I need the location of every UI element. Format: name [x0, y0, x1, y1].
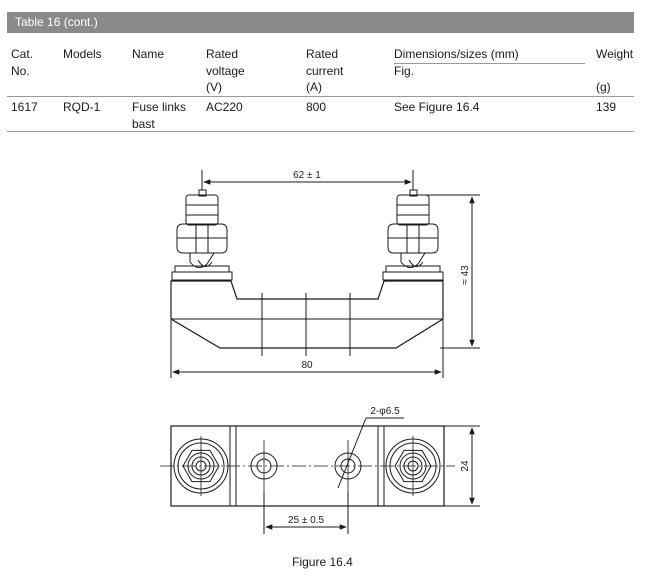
cell-rated-current: 800 — [306, 100, 327, 114]
cell-rated-voltage: AC220 — [206, 100, 243, 114]
header-rated-current: Rated current (A) — [306, 47, 344, 94]
fuse-body-outline — [170, 280, 444, 349]
dim-base-height-label: 24 — [460, 460, 471, 472]
table-bottom-rule — [7, 131, 634, 132]
cell-cat-no: 1617 — [11, 100, 38, 114]
cell-figure-ref: See Figure 16.4 — [394, 100, 480, 114]
left-terminal-top — [173, 436, 229, 496]
header-models: Models — [63, 47, 102, 61]
header-bottom-rule — [7, 96, 634, 97]
left-terminal-bolt — [171, 189, 233, 281]
left-hole — [250, 440, 278, 492]
dim-top-width-label: 62 ± 1 — [293, 170, 321, 181]
header-dimensions: Dimensions/sizes (mm) Fig. — [394, 47, 519, 78]
dim-total-length-label: 80 — [301, 360, 313, 371]
figure-caption: Figure 16.4 — [292, 555, 353, 569]
right-terminal-top — [385, 436, 441, 496]
top-view — [160, 417, 480, 534]
header-rated-voltage: Rated voltage (V) — [206, 47, 245, 94]
dimensions-subheader-rule — [394, 63, 585, 64]
cell-weight: 139 — [596, 100, 617, 114]
header-weight: Weight (g) — [596, 47, 634, 94]
right-hole — [334, 440, 362, 492]
right-terminal-bolt — [382, 189, 444, 281]
table-title-bar: Table 16 (cont.) — [7, 12, 634, 33]
dim-hole-spacing-label: 25 ± 0.5 — [288, 515, 325, 526]
front-view — [170, 170, 480, 378]
cell-name: Fuse links bast — [132, 100, 187, 131]
header-name: Name — [132, 47, 165, 61]
hole-leader-line — [337, 417, 367, 489]
dim-hole-diameter-label: 2-φ6.5 — [370, 406, 400, 417]
cell-model: RQD-1 — [63, 100, 101, 114]
header-cat-no: Cat. No. — [11, 47, 34, 78]
dim-height-label: ≈ 43 — [460, 265, 471, 285]
table-title: Table 16 (cont.) — [15, 15, 98, 29]
